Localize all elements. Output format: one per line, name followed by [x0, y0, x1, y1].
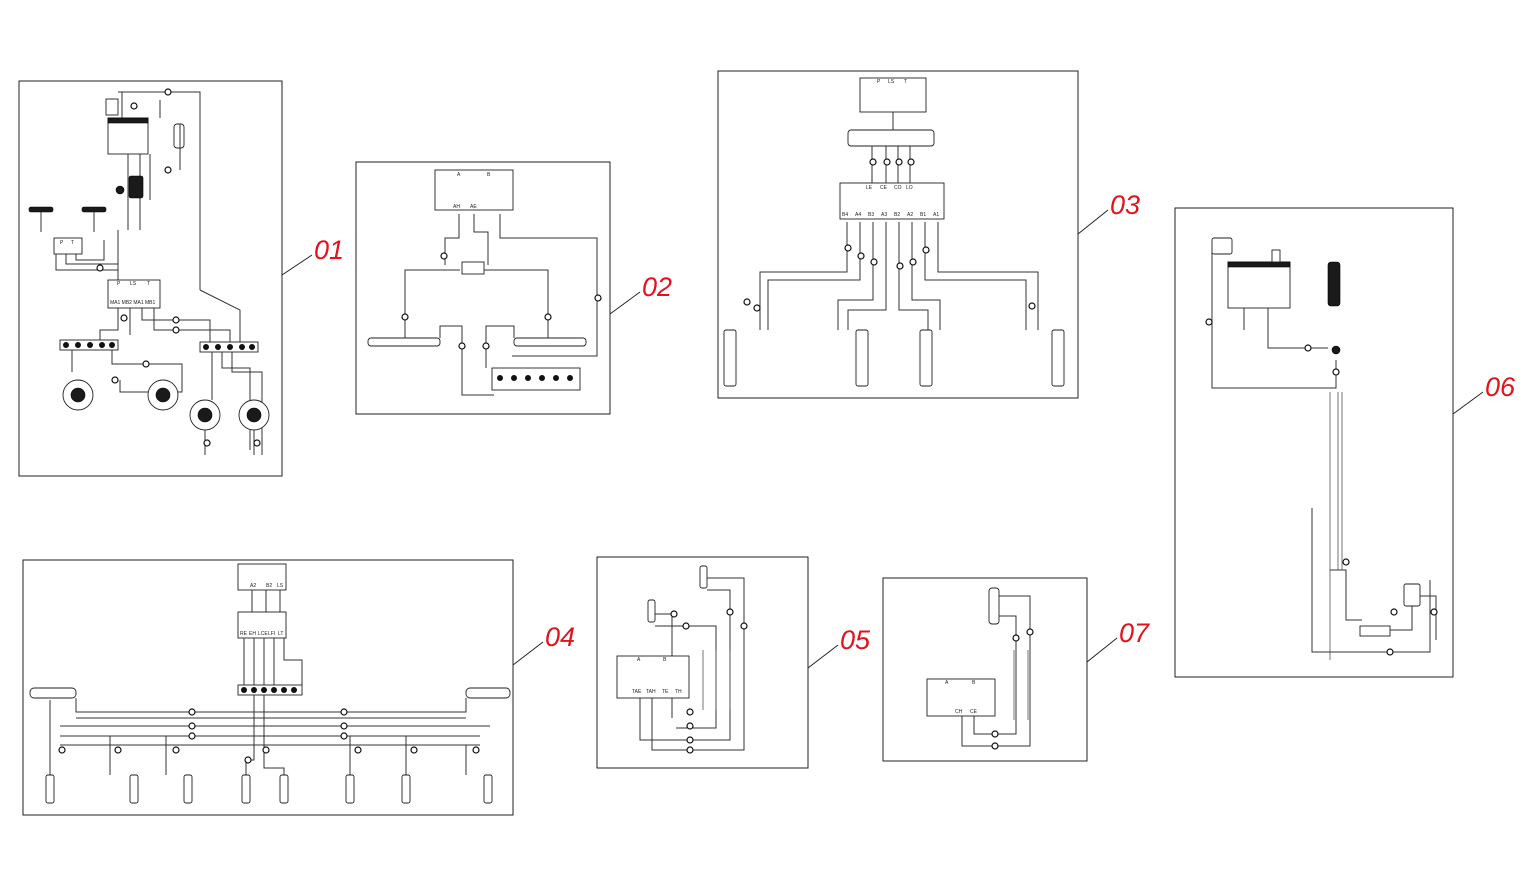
panel-02-distributor — [491, 367, 581, 391]
panel-01-label-pilot-b: T — [71, 240, 74, 246]
panel-04-label-b2: B2 — [266, 583, 272, 589]
panel-01-pilot-block — [53, 237, 83, 255]
panel-04-cylinder-8 — [483, 774, 493, 804]
panel-06-divider-block — [1359, 625, 1391, 637]
panel-02-label-ae: AE — [470, 204, 477, 210]
panel-01-label-pilot-a: P — [60, 240, 64, 246]
panel-04-label-m2: EH — [249, 631, 256, 637]
panel-03-label-b1: B1 — [920, 212, 926, 218]
panel-07-frame — [882, 577, 1088, 762]
panel-04-cylinder-3 — [183, 774, 193, 804]
panel-02-cylinder-right — [513, 337, 587, 347]
panel-01: P T P LS T MA1 MB2 MA1 MB1 — [18, 80, 283, 477]
panel-03-cylinder-4 — [1051, 329, 1065, 387]
panel-03-label-a2: A2 — [907, 212, 913, 218]
panel-03-label-t: T — [904, 79, 907, 85]
callout-06: 06 — [1485, 372, 1516, 402]
panel-02-label-a: A — [457, 172, 461, 178]
panel-03-label-a4: A4 — [855, 212, 861, 218]
panel-03-label-b3: B3 — [868, 212, 874, 218]
panel-03-supply-block — [859, 77, 927, 113]
panel-04-supply-block — [237, 563, 287, 591]
callout-03: 03 — [1110, 190, 1140, 220]
panel-04-label-a2: A2 — [250, 583, 256, 589]
panel-03-manifold-top — [847, 129, 935, 147]
panel-02-flow-divider — [461, 261, 485, 275]
panel-04-cylinder-left — [29, 687, 77, 699]
panel-01-label-t: T — [147, 281, 150, 287]
panel-03-label-b4: B4 — [842, 212, 848, 218]
panel-04-cylinder-4 — [241, 774, 251, 804]
panel-03-label-b2: B2 — [894, 212, 900, 218]
panel-07-label-b: B — [972, 680, 976, 686]
panel-04: A2 B2 LS RE EH LCE LFI LT — [22, 559, 514, 816]
panel-02-valve-block — [434, 169, 514, 211]
panel-03-valve-bank — [839, 182, 945, 220]
panel-04-label-m4: LFI — [268, 631, 275, 637]
callout-04: 04 — [545, 622, 575, 652]
panel-07-cylinder — [988, 587, 1000, 625]
panel-07-label-ce: CE — [970, 709, 978, 715]
panel-05-actuator-top — [699, 565, 708, 589]
panel-02-label-b: B — [487, 172, 491, 178]
panel-03-label-ce: CE — [880, 185, 888, 191]
panel-05-label-tae: TAE — [632, 689, 642, 695]
panel-03-label-ls: LS — [888, 79, 895, 85]
panel-03: P LS T LE CE CO LO B4 A4 B3 A3 B2 A2 B1 … — [717, 70, 1079, 399]
panel-04-cylinder-6 — [345, 774, 355, 804]
panel-04-valve-block — [237, 611, 287, 639]
panel-06-motor — [1403, 583, 1421, 607]
callout-02: 02 — [642, 272, 672, 302]
panel-06-frame — [1174, 207, 1454, 678]
callout-01: 01 — [314, 235, 344, 265]
panel-03-label-le: LE — [866, 185, 873, 191]
panel-03-frame — [717, 70, 1079, 399]
panel-07-label-ch: CH — [955, 709, 963, 715]
panel-04-cylinder-2 — [129, 774, 139, 804]
panel-05-actuator-left — [647, 599, 656, 623]
panel-03-cylinder-2 — [855, 329, 869, 387]
panel-01-frame — [18, 80, 283, 477]
panel-03-label-lo: LO — [906, 185, 913, 191]
panel-04-cylinder-right — [465, 687, 511, 699]
panel-03-label-p: P — [877, 79, 881, 85]
panel-02-cylinder-left — [367, 337, 441, 347]
panel-05-label-a: A — [637, 657, 641, 663]
panel-04-label-m3: LCE — [258, 631, 268, 637]
panel-01-manifold — [107, 279, 161, 309]
callout-05: 05 — [840, 625, 871, 655]
panel-04-label-ls: LS — [277, 583, 284, 589]
panel-06-power-unit — [1227, 261, 1291, 309]
panel-05-label-b: B — [663, 657, 667, 663]
panel-03-cylinder-3 — [919, 329, 933, 387]
panel-04-distributor — [237, 684, 303, 696]
panel-04-label-m5: LT — [278, 631, 283, 637]
panel-07-valve-block — [926, 678, 996, 717]
panel-06 — [1174, 207, 1454, 678]
panel-04-label-m1: RE — [240, 631, 248, 637]
panel-03-label-a1: A1 — [933, 212, 939, 218]
panel-02-label-ah: AH — [453, 204, 460, 210]
panel-03-label-a3: A3 — [881, 212, 887, 218]
panel-04-cylinder-7 — [401, 774, 411, 804]
panel-05: A B TAE TAH TE TH — [596, 556, 809, 769]
panel-05-label-te: TE — [662, 689, 669, 695]
panel-01-label-ports: MA1 MB2 MA1 MB1 — [110, 300, 156, 306]
panel-05-label-th: TH — [675, 689, 682, 695]
panel-07: A B CH CE — [882, 577, 1088, 762]
panel-05-valve-block — [616, 655, 690, 699]
panel-07-label-a: A — [945, 680, 949, 686]
panel-04-cylinder-1 — [45, 774, 55, 804]
panel-05-label-tah: TAH — [646, 689, 656, 695]
callout-07: 07 — [1119, 618, 1150, 648]
panel-06-valve — [1327, 261, 1341, 307]
panel-01-label-ls: LS — [130, 281, 137, 287]
panel-03-cylinder-1 — [723, 329, 737, 387]
panel-03-label-co: CO — [894, 185, 902, 191]
panel-01-label-p: P — [117, 281, 121, 287]
panel-02: A B AH AE — [355, 161, 611, 415]
panel-01-pump-unit — [107, 117, 149, 155]
panel-04-cylinder-5 — [279, 774, 289, 804]
